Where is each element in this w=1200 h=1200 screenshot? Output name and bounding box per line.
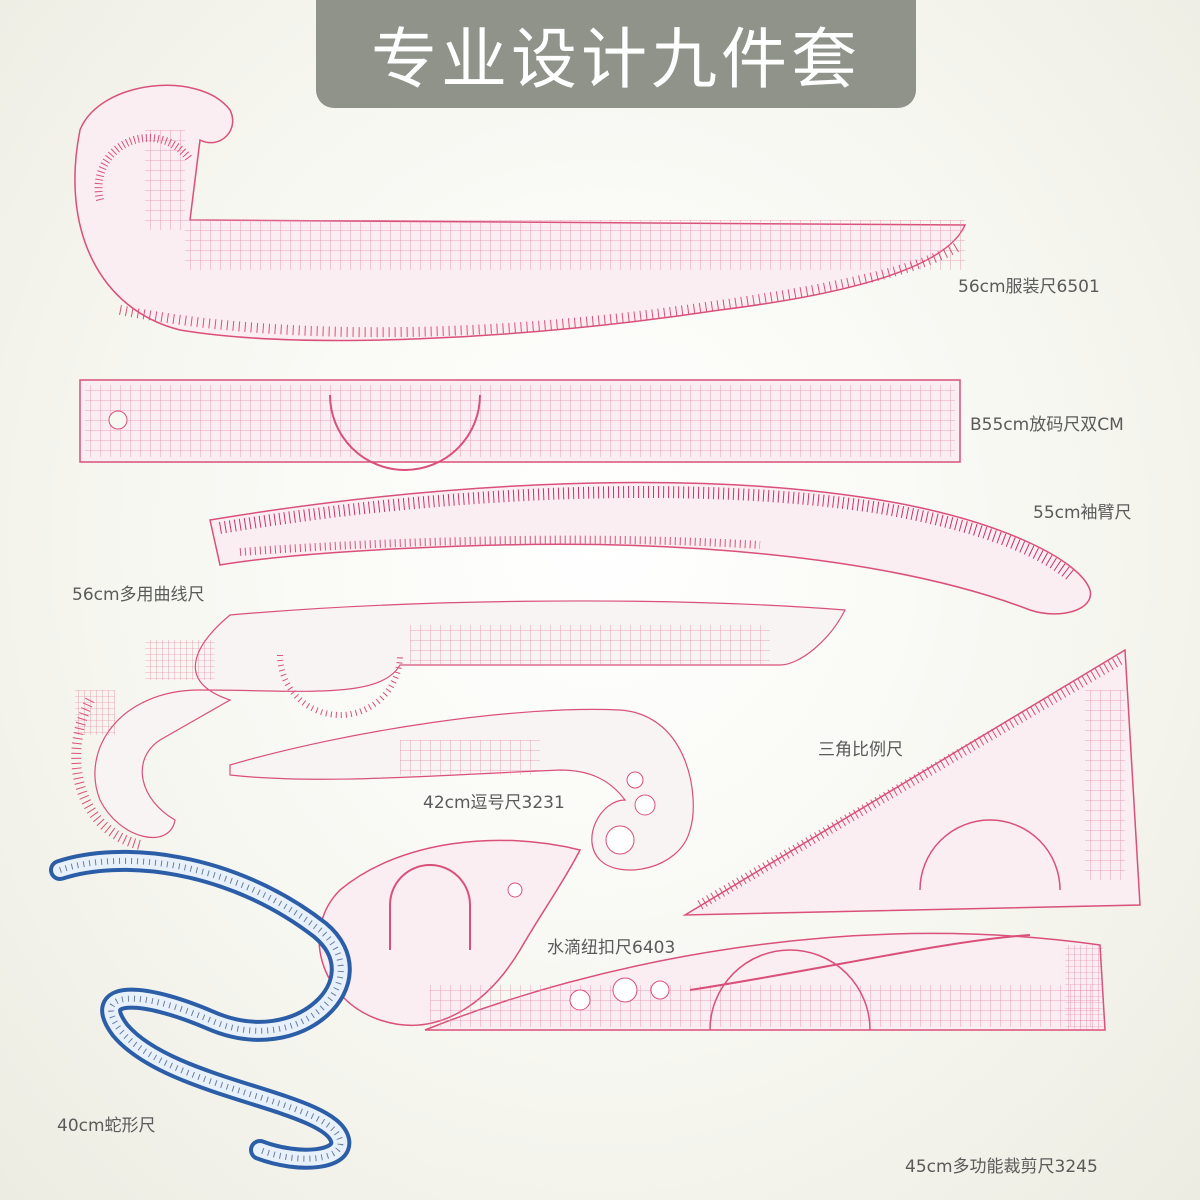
triangle-ruler (682, 648, 1141, 916)
comma-ruler-3231 (229, 708, 694, 871)
teardrop-button-ruler-6403 (318, 839, 582, 1026)
label-fashion-ruler: 56cm服装尺6501 (958, 277, 1100, 297)
label-cutting-ruler: 45cm多功能裁剪尺3245 (905, 1157, 1098, 1177)
label-snake: 40cm蛇形尺 (57, 1116, 156, 1136)
label-multi-curve: 56cm多用曲线尺 (72, 585, 205, 605)
label-triangle: 三角比例尺 (818, 740, 903, 760)
label-comma-ruler: 42cm逗号尺3231 (423, 793, 565, 813)
grading-ruler-b55 (79, 379, 961, 471)
snake-ruler-40 (49, 849, 352, 1170)
sleeve-ruler-55 (209, 481, 1092, 615)
cutting-ruler-3245 (424, 932, 1106, 1031)
label-teardrop: 水滴纽扣尺6403 (547, 938, 676, 958)
label-sleeve-ruler: 55cm袖臂尺 (1033, 503, 1132, 523)
title-banner: 专业设计九件套 (316, 0, 916, 108)
banner-title: 专业设计九件套 (371, 21, 861, 98)
label-grading-ruler: B55cm放码尺双CM (970, 415, 1124, 435)
fashion-ruler-6501 (74, 84, 967, 342)
multi-curve-ruler-56 (71, 600, 846, 850)
